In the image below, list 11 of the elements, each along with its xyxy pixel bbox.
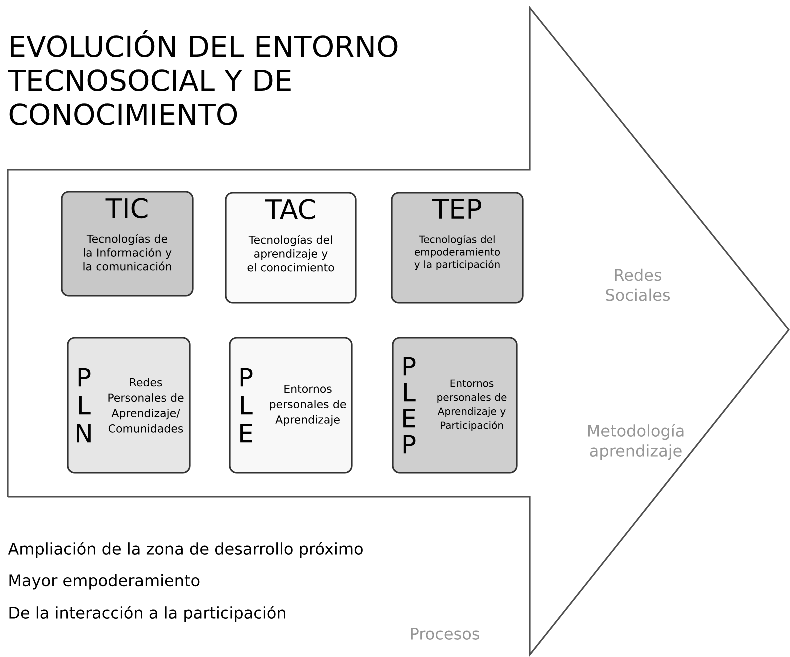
note: Ampliación de la zona de desarrollo próximo [8,542,363,558]
category-box: TIC Tecnologías de la Información y la comunicación [61,191,194,297]
section-label: Procesos [411,628,480,640]
category-box: TAC Tecnologías del aprendizaje y el conocimiento [225,192,357,304]
category-box: P L N Redes Personales de Aprendizaje/ Comunidades [67,337,191,474]
note: Mayor empoderamiento [10,574,200,590]
category-box: TEP Tecnologías del empoderamiento y la participación [391,192,524,304]
note: De la interacción a la participación [10,606,286,622]
title: EVOLUCIÓN DEL ENTORNO TECNOSOCIAL Y DE CONOCIMIENTO [8,30,398,126]
category-box: P L E Entornos personales de Aprendizaje [229,337,353,474]
category-box: P L E P Entornos personales de Aprendizaje y Participación [392,337,518,474]
